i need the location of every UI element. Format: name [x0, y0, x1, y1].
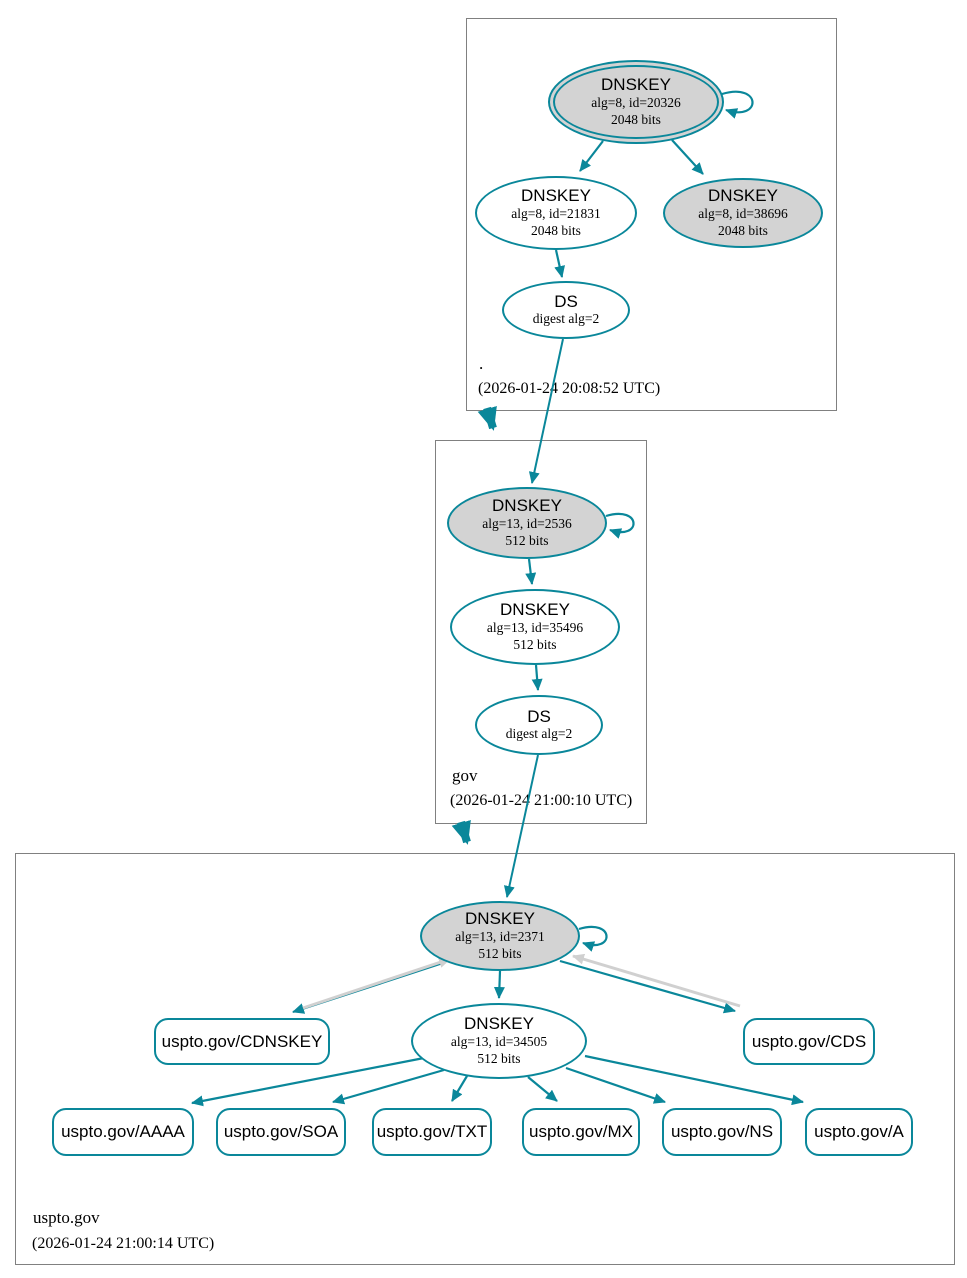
edge-delegation-root-to-gov — [477, 405, 497, 431]
zone-label-root: . — [479, 354, 484, 373]
edge-uspto-ksk-self-sign — [578, 925, 608, 952]
zone-timestamp-root: (2026-01-24 20:08:52 UTC) — [478, 380, 661, 397]
node-detail: digest alg=2 — [532, 311, 600, 327]
root-ksk-dnskey-node[interactable]: DNSKEY alg=8, id=20326 2048 bits — [548, 60, 724, 144]
zone-box-uspto-gov — [15, 853, 955, 1265]
node-title: DNSKEY — [492, 496, 562, 516]
root-dnskey-38696-node[interactable]: DNSKEY alg=8, id=38696 2048 bits — [663, 178, 823, 248]
edge-root-zsk-to-ds — [554, 249, 565, 278]
rrset-uspto-aaaa[interactable]: uspto.gov/AAAA — [52, 1108, 194, 1156]
edge-uspto-zsk-to-a — [584, 1054, 804, 1106]
edge-gov-zsk-to-ds — [531, 664, 543, 691]
gov-ds-node[interactable]: DS digest alg=2 — [475, 695, 603, 755]
root-ds-node[interactable]: DS digest alg=2 — [502, 281, 630, 339]
zone-label-gov: gov — [452, 766, 478, 785]
gov-zsk-dnskey-node[interactable]: DNSKEY alg=13, id=35496 512 bits — [450, 589, 620, 665]
node-detail: alg=8, id=20326 — [591, 94, 681, 110]
zone-timestamp-gov: (2026-01-24 21:00:10 UTC) — [450, 792, 633, 809]
node-title: DNSKEY — [601, 75, 671, 95]
gov-ksk-dnskey-node[interactable]: DNSKEY alg=13, id=2536 512 bits — [447, 487, 607, 559]
edge-uspto-zsk-to-ns — [565, 1066, 666, 1104]
rrset-uspto-cds[interactable]: uspto.gov/CDS — [743, 1018, 875, 1065]
node-title: DNSKEY — [521, 186, 591, 206]
root-zsk-dnskey-node[interactable]: DNSKEY alg=8, id=21831 2048 bits — [475, 176, 637, 250]
node-detail: alg=8, id=38696 — [698, 205, 788, 221]
edge-delegation-gov-to-uspto — [451, 819, 471, 845]
edge-uspto-zsk-to-mx — [527, 1076, 558, 1102]
rrset-uspto-mx[interactable]: uspto.gov/MX — [522, 1108, 640, 1156]
node-title: DS — [554, 291, 578, 311]
node-size: 2048 bits — [718, 222, 768, 238]
zone-box-root — [466, 18, 837, 411]
node-size: 512 bits — [478, 945, 522, 961]
zone-label-uspto-gov: uspto.gov — [33, 1208, 100, 1227]
node-size: 2048 bits — [611, 111, 661, 127]
edge-gov-ksk-self-sign — [605, 512, 635, 539]
node-detail: alg=13, id=34505 — [450, 1033, 548, 1049]
node-detail: alg=13, id=35496 — [486, 619, 584, 635]
node-size: 2048 bits — [531, 222, 581, 238]
uspto-zsk-dnskey-node[interactable]: DNSKEY alg=13, id=34505 512 bits — [411, 1003, 587, 1079]
edge-uspto-zsk-to-soa — [332, 1068, 445, 1105]
node-detail: digest alg=2 — [505, 726, 573, 742]
node-size: 512 bits — [477, 1050, 521, 1066]
node-title: DNSKEY — [708, 186, 778, 206]
rrset-uspto-ns[interactable]: uspto.gov/NS — [662, 1108, 782, 1156]
edge-root-ds-to-gov-ksk — [528, 338, 564, 484]
rrset-uspto-soa[interactable]: uspto.gov/SOA — [216, 1108, 346, 1156]
edge-root-ksk-to-zsk — [579, 140, 604, 172]
edge-uspto-zsk-to-txt — [451, 1075, 468, 1102]
edge-gov-ds-to-uspto-ksk — [503, 754, 539, 898]
node-detail: alg=13, id=2371 — [455, 928, 545, 944]
edge-uspto-ksk-to-zsk — [493, 970, 505, 999]
rrset-uspto-cdnskey[interactable]: uspto.gov/CDNSKEY — [154, 1018, 330, 1065]
node-detail: alg=8, id=21831 — [511, 205, 601, 221]
uspto-ksk-dnskey-node[interactable]: DNSKEY alg=13, id=2371 512 bits — [420, 901, 580, 971]
edge-uspto-zsk-to-aaaa — [191, 1056, 425, 1107]
edge-root-ksk-to-key38696 — [671, 139, 704, 175]
edge-uspto-ksk-to-cds — [559, 959, 736, 1014]
edge-root-ksk-self-sign — [721, 90, 754, 119]
edge-cds-to-uspto-ksk-gray — [572, 953, 741, 1008]
node-size: 512 bits — [505, 532, 549, 548]
rrset-uspto-a[interactable]: uspto.gov/A — [805, 1108, 913, 1156]
edge-gov-ksk-to-zsk — [525, 558, 537, 585]
node-title: DNSKEY — [464, 1014, 534, 1034]
node-size: 512 bits — [513, 636, 557, 652]
node-title: DNSKEY — [465, 909, 535, 929]
node-title: DS — [527, 706, 551, 726]
node-detail: alg=13, id=2536 — [482, 515, 572, 531]
zone-timestamp-uspto-gov: (2026-01-24 21:00:14 UTC) — [32, 1235, 215, 1252]
rrset-uspto-txt[interactable]: uspto.gov/TXT — [372, 1108, 492, 1156]
edge-cdnskey-to-uspto-ksk-gray — [302, 957, 451, 1010]
node-title: DNSKEY — [500, 600, 570, 620]
